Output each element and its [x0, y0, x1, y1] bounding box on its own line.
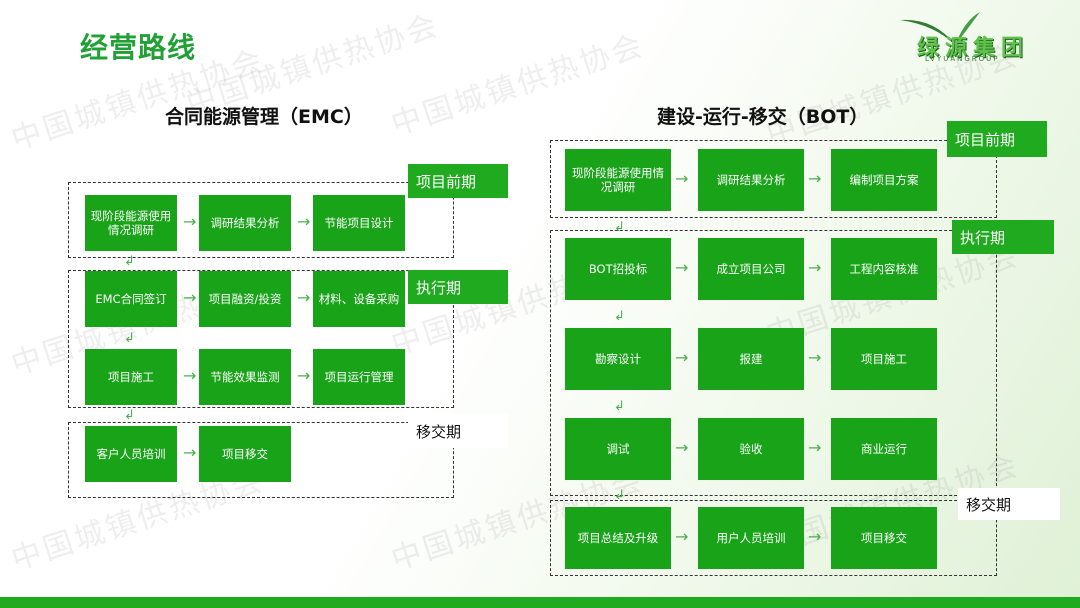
bot-step: 项目总结及升级 — [565, 507, 671, 569]
emc-step: 材料、设备采购 — [313, 271, 405, 327]
arrow-right-icon: → — [183, 212, 197, 231]
arrow-down-left-icon: ↲ — [614, 488, 625, 503]
emc-phase-frame-early — [68, 182, 454, 258]
emc-step: 项目移交 — [199, 426, 291, 482]
bot-step: 调试 — [565, 418, 671, 480]
emc-step: 客户人员培训 — [85, 426, 177, 482]
bot-label-early: 项目前期 — [947, 121, 1047, 157]
bot-step: 验收 — [698, 418, 804, 480]
arrow-down-left-icon: ↲ — [614, 399, 625, 414]
bot-step: 成立项目公司 — [698, 238, 804, 300]
emc-label-early: 项目前期 — [408, 164, 508, 198]
leaf-icon — [900, 12, 980, 45]
arrow-right-icon: → — [183, 443, 197, 462]
arrow-right-icon: → — [183, 288, 197, 307]
emc-step: 节能项目设计 — [313, 195, 405, 251]
bot-step: 调研结果分析 — [698, 149, 804, 211]
arrow-right-icon: → — [297, 288, 311, 307]
bot-step: 项目移交 — [831, 507, 937, 569]
emc-step: EMC合同签订 — [85, 271, 177, 327]
emc-phase-frame-exec — [68, 270, 454, 408]
bot-step: 编制项目方案 — [831, 149, 937, 211]
logo-subtext: LVYUANGROUP — [925, 55, 1000, 63]
arrow-right-icon: → — [808, 527, 822, 546]
emc-step: 现阶段能源使用情况调研 — [85, 195, 177, 251]
logo-text: 绿源集团 — [917, 36, 1030, 61]
emc-step: 调研结果分析 — [199, 195, 291, 251]
arrow-right-icon: → — [808, 438, 822, 457]
bot-step: 工程内容核准 — [831, 238, 937, 300]
bot-label-exec: 执行期 — [952, 220, 1054, 254]
bot-step: BOT招投标 — [565, 238, 671, 300]
arrow-down-left-icon: ↲ — [614, 309, 625, 324]
bottom-accent-bar — [0, 597, 1080, 608]
bot-heading: 建设-运行-移交（BOT） — [657, 106, 869, 128]
arrow-right-icon: → — [675, 258, 689, 277]
emc-heading: 合同能源管理（EMC） — [165, 106, 363, 128]
arrow-down-left-icon: ↲ — [124, 331, 135, 346]
arrow-right-icon: → — [297, 212, 311, 231]
emc-step: 项目施工 — [85, 349, 177, 405]
bot-phase-frame-handover — [550, 500, 997, 576]
company-logo: 绿源集团 LVYUANGROUP — [895, 10, 1070, 70]
arrow-right-icon: → — [675, 438, 689, 457]
emc-phase-frame-handover — [68, 422, 454, 498]
bot-phase-frame-exec — [550, 230, 997, 496]
bot-step: 商业运行 — [831, 418, 937, 480]
arrow-right-icon: → — [675, 527, 689, 546]
page-title: 经营路线 — [80, 31, 197, 64]
bot-phase-frame-early — [550, 140, 997, 218]
arrow-down-left-icon: ↲ — [614, 220, 625, 235]
bot-step: 项目施工 — [831, 328, 937, 390]
bot-step: 现阶段能源使用情况调研 — [565, 149, 671, 211]
arrow-right-icon: → — [808, 348, 822, 367]
bot-step: 报建 — [698, 328, 804, 390]
arrow-down-left-icon: ↲ — [124, 408, 135, 423]
arrow-right-icon: → — [808, 258, 822, 277]
emc-step: 节能效果监测 — [199, 349, 291, 405]
arrow-right-icon: → — [675, 348, 689, 367]
emc-label-exec: 执行期 — [408, 270, 508, 304]
arrow-right-icon: → — [297, 366, 311, 385]
emc-step: 项目运行管理 — [313, 349, 405, 405]
arrow-right-icon: → — [183, 366, 197, 385]
arrow-right-icon: → — [675, 169, 689, 188]
emc-label-handover: 移交期 — [408, 414, 508, 448]
arrow-down-left-icon: ↲ — [124, 254, 135, 269]
emc-step: 项目融资/投资 — [199, 271, 291, 327]
watermark: 中国城镇供热协会 — [387, 27, 650, 143]
bot-step: 勘察设计 — [565, 328, 671, 390]
bot-label-handover: 移交期 — [958, 488, 1060, 520]
arrow-right-icon: → — [808, 169, 822, 188]
bot-step: 用户人员培训 — [698, 507, 804, 569]
